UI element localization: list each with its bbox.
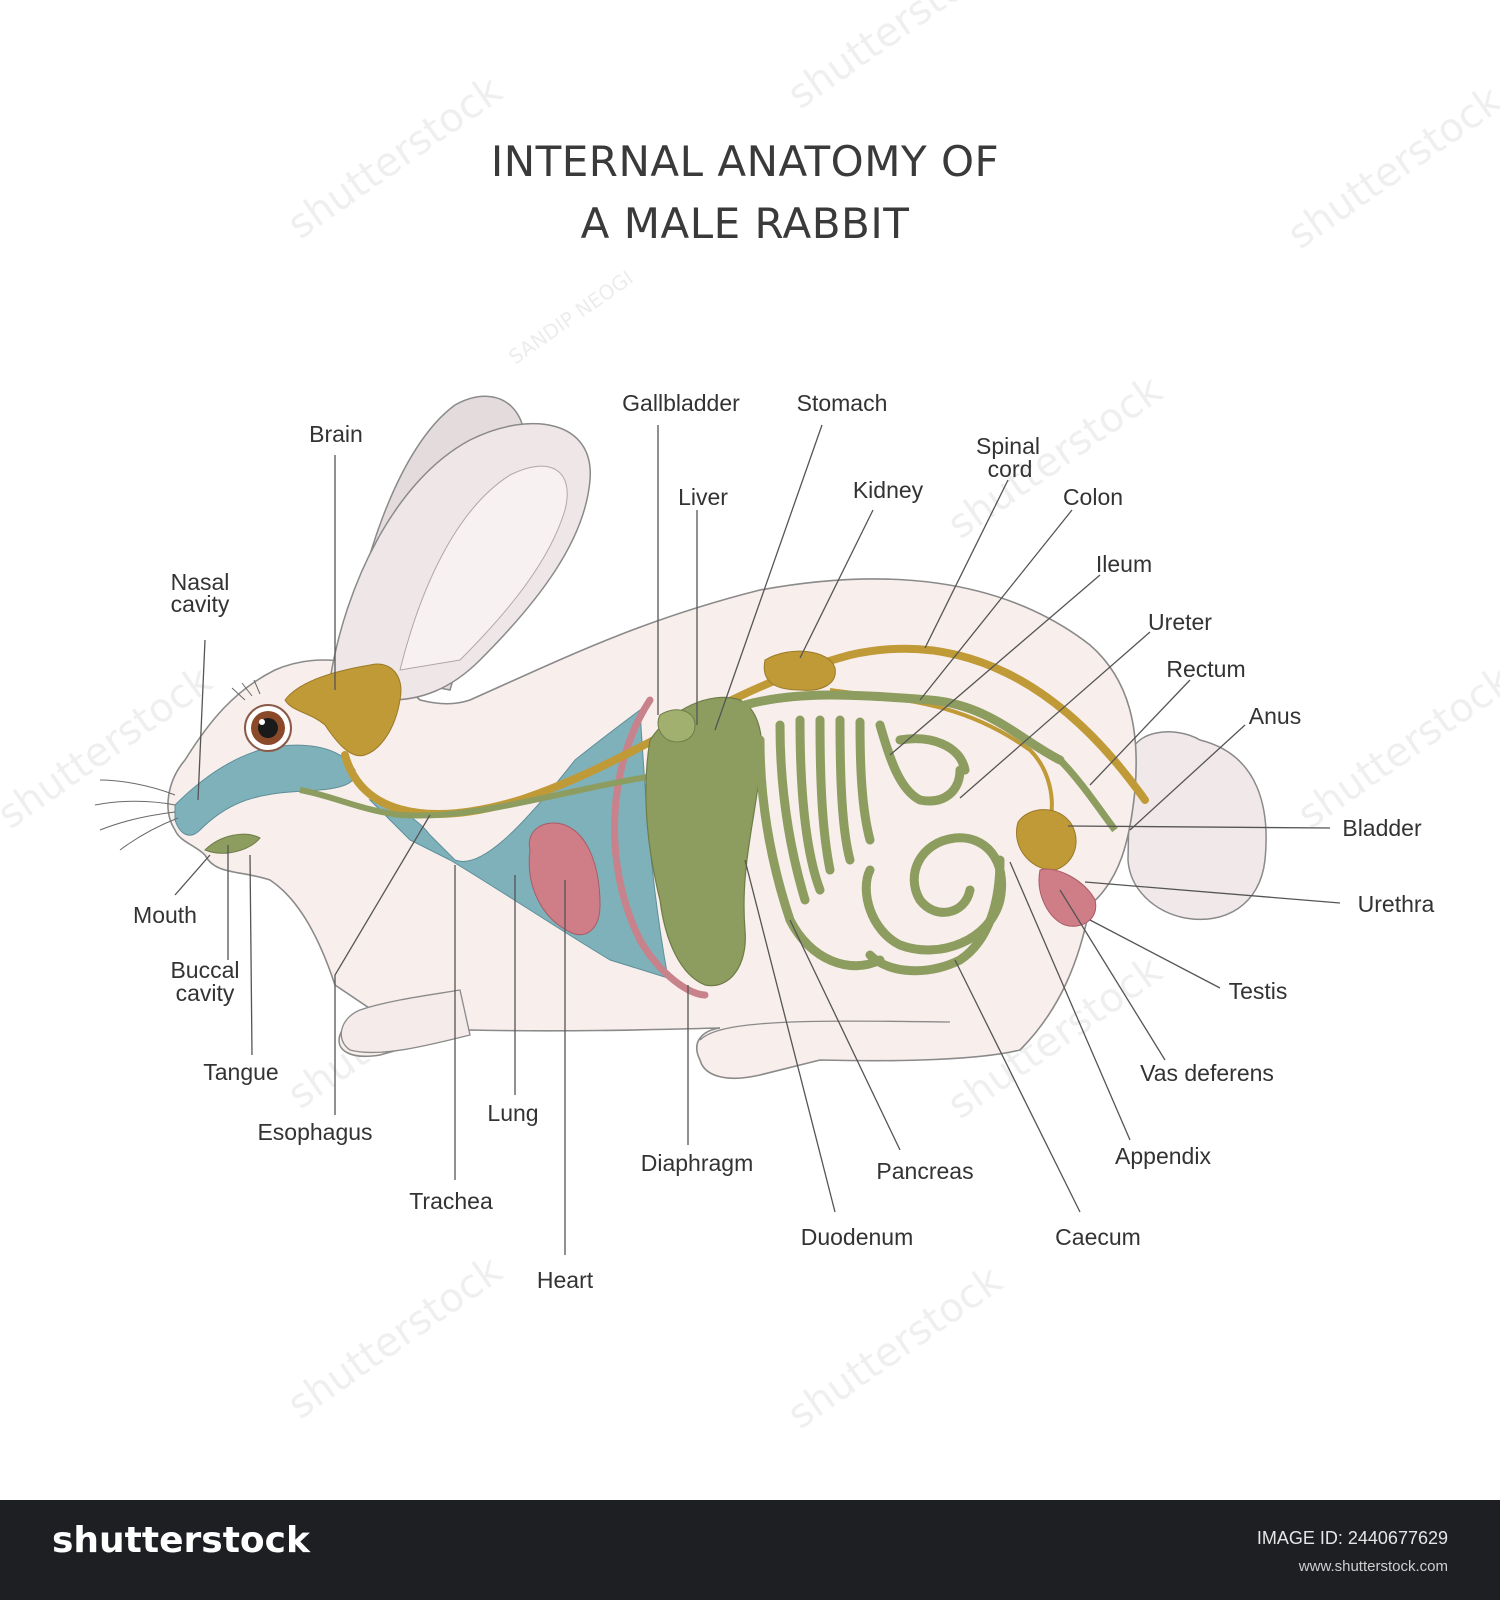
label-trachea: Trachea <box>409 1188 493 1214</box>
leader-esophagus <box>334 814 431 1115</box>
label-rectum: Rectum <box>1166 656 1245 682</box>
label-spinal-cord-line1: Spinal <box>976 433 1040 459</box>
stock-footer-bar: shutterstock IMAGE ID: 2440677629 www.sh… <box>0 1500 1500 1600</box>
label-spinal-cord-line2: cord <box>988 456 1033 482</box>
intestine-coils <box>740 690 1065 976</box>
testis-shape <box>1038 868 1097 927</box>
label-nasal-cavity-line2: cavity <box>171 591 230 617</box>
label-stomach: Stomach <box>797 390 888 416</box>
label-caecum: Caecum <box>1055 1224 1141 1250</box>
watermark-text: shutterstock <box>779 1257 1011 1439</box>
leader-pancreas <box>789 919 901 1151</box>
footer-image-id: IMAGE ID: 2440677629 <box>1256 1528 1448 1548</box>
leader-mouth <box>174 854 211 896</box>
labels: Brain Nasal cavity Mouth Buccal cavity T… <box>133 390 1435 1293</box>
watermark-text: shutterstock <box>279 67 511 249</box>
label-mouth: Mouth <box>133 902 197 928</box>
esophagus-shape <box>299 772 661 819</box>
leader-stomach <box>714 424 823 731</box>
leader-duodenum <box>744 859 836 1213</box>
rabbit-whiskers <box>94 779 179 851</box>
label-appendix: Appendix <box>1115 1143 1211 1169</box>
leader-vas-deferens <box>1059 889 1166 1061</box>
leader-testis <box>1089 919 1221 989</box>
leader-tangue <box>249 854 253 1056</box>
rabbit-inner-ear <box>399 465 568 671</box>
leader-urethra <box>1084 881 1341 904</box>
leader-spinal-cord <box>924 479 1009 649</box>
label-urethra: Urethra <box>1358 891 1435 917</box>
watermark-text: shutterstock <box>1279 77 1500 259</box>
leader-rectum <box>1089 679 1191 786</box>
leader-bladder <box>1067 825 1331 829</box>
watermark-text: shutterstock <box>279 1247 511 1429</box>
rabbit-illustration <box>94 395 1267 1080</box>
leader-ileum <box>889 574 1101 756</box>
leader-appendix <box>1009 861 1131 1141</box>
leader-nasal-cavity <box>197 639 206 801</box>
rabbit-front-leg <box>340 989 471 1054</box>
label-anus: Anus <box>1249 703 1301 729</box>
label-heart: Heart <box>537 1267 594 1293</box>
label-esophagus: Esophagus <box>257 1119 372 1145</box>
label-vas-deferens: Vas deferens <box>1140 1060 1274 1086</box>
label-ileum: Ileum <box>1096 551 1152 577</box>
label-pancreas: Pancreas <box>876 1158 973 1184</box>
rabbit-hind-foot <box>699 1020 951 1041</box>
heart-shape <box>528 822 601 936</box>
label-testis: Testis <box>1229 978 1288 1004</box>
label-gallbladder: Gallbladder <box>622 390 740 416</box>
label-ureter: Ureter <box>1148 609 1212 635</box>
watermark-text: shutterstock <box>1289 657 1500 839</box>
label-tangue: Tangue <box>203 1059 278 1085</box>
gallbladder-shape <box>657 709 696 743</box>
label-liver: Liver <box>678 484 728 510</box>
label-brain: Brain <box>309 421 363 447</box>
label-diaphragm: Diaphragm <box>641 1150 754 1176</box>
label-colon: Colon <box>1063 484 1123 510</box>
leader-colon <box>919 509 1073 701</box>
leader-kidney <box>799 509 874 659</box>
leader-caecum <box>954 959 1081 1213</box>
footer-site-url: www.shutterstock.com <box>1298 1558 1448 1575</box>
brain-shape <box>284 663 402 757</box>
tongue-shape <box>204 833 261 854</box>
rabbit-eye <box>244 704 292 752</box>
label-kidney: Kidney <box>853 477 924 503</box>
label-nasal-cavity-line1: Nasal <box>171 569 230 595</box>
leader-lines <box>174 424 1341 1255</box>
diagram-title-line2: A MALE RABBIT <box>581 199 910 248</box>
bladder-shape <box>1016 809 1077 871</box>
rabbit-tail <box>1127 731 1267 921</box>
leader-ureter <box>959 631 1151 799</box>
diagram-title-line1: INTERNAL ANATOMY OF <box>491 137 999 186</box>
liver-shape <box>645 696 763 987</box>
nasal-cavity-shape <box>174 744 356 836</box>
leader-anus <box>1129 724 1246 831</box>
label-duodenum: Duodenum <box>801 1224 914 1250</box>
label-bladder: Bladder <box>1342 815 1422 841</box>
label-lung: Lung <box>487 1100 538 1126</box>
watermark-credit: SANDIP NEOGI <box>504 266 638 370</box>
rabbit-eyelashes <box>231 679 261 701</box>
rectum-shape <box>1057 757 1118 833</box>
label-buccal-cavity-line1: Buccal <box>170 957 239 983</box>
footer-brand-logo: shutterstock <box>52 1520 310 1561</box>
watermark-text: shutterstock <box>939 367 1171 549</box>
watermark-text: shutterstock <box>779 0 1011 118</box>
label-buccal-cavity-line2: cavity <box>176 980 235 1006</box>
